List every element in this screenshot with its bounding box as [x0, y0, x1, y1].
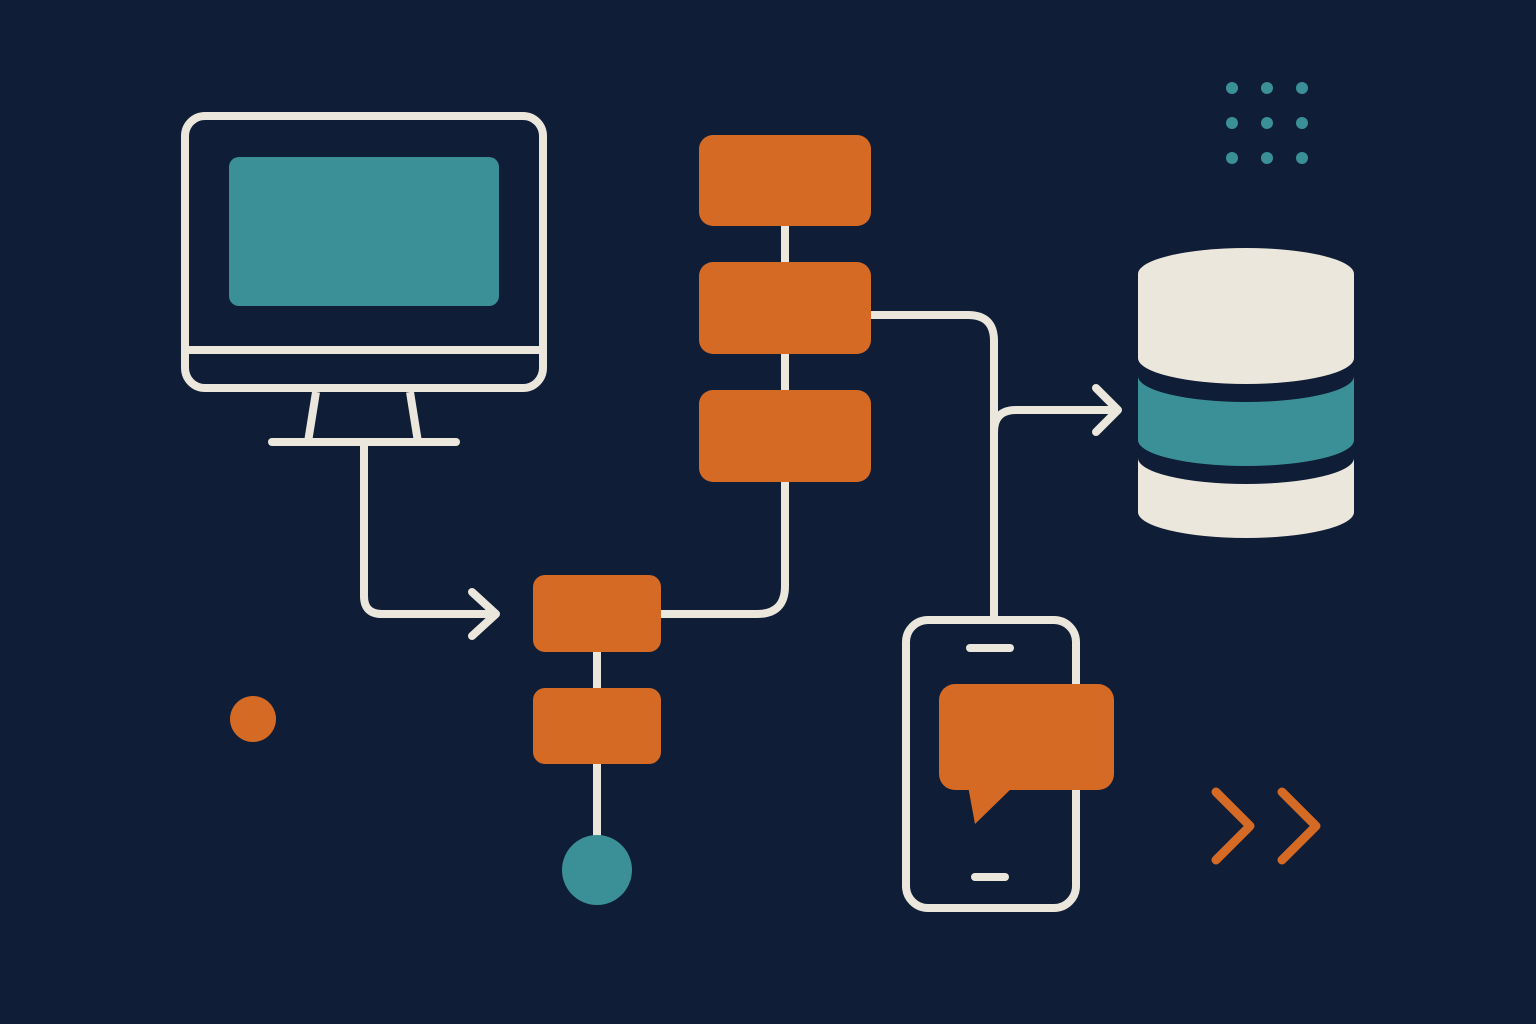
connector-monitor-to-flow: [360, 442, 498, 618]
process-column-top: [699, 135, 871, 482]
accent-dot: [230, 696, 276, 742]
connector-top-to-lower: [656, 478, 789, 618]
process-block: [699, 262, 871, 354]
double-chevron-right-icon: [1211, 787, 1321, 865]
desktop-computer-icon: [181, 112, 547, 446]
monitor-screen: [229, 157, 499, 306]
process-block: [533, 688, 661, 764]
arrowhead-database: [1092, 384, 1122, 436]
process-block: [533, 575, 661, 652]
monitor-stand-left: [304, 391, 320, 443]
process-block: [699, 390, 871, 482]
connector-branch-to-database: [990, 406, 1120, 436]
chat-bubble-icon: [939, 684, 1114, 824]
monitor-frame: [181, 112, 547, 392]
database-icon: [1138, 248, 1354, 538]
dot-grid-icon: [1226, 82, 1308, 164]
arrowhead-flow: [468, 588, 500, 640]
end-node: [562, 835, 632, 905]
connector-flow-to-database: [868, 311, 998, 620]
connectors: [360, 222, 1122, 840]
process-column-bottom: [533, 575, 661, 764]
monitor-stand-right: [406, 391, 422, 443]
process-block: [699, 135, 871, 226]
